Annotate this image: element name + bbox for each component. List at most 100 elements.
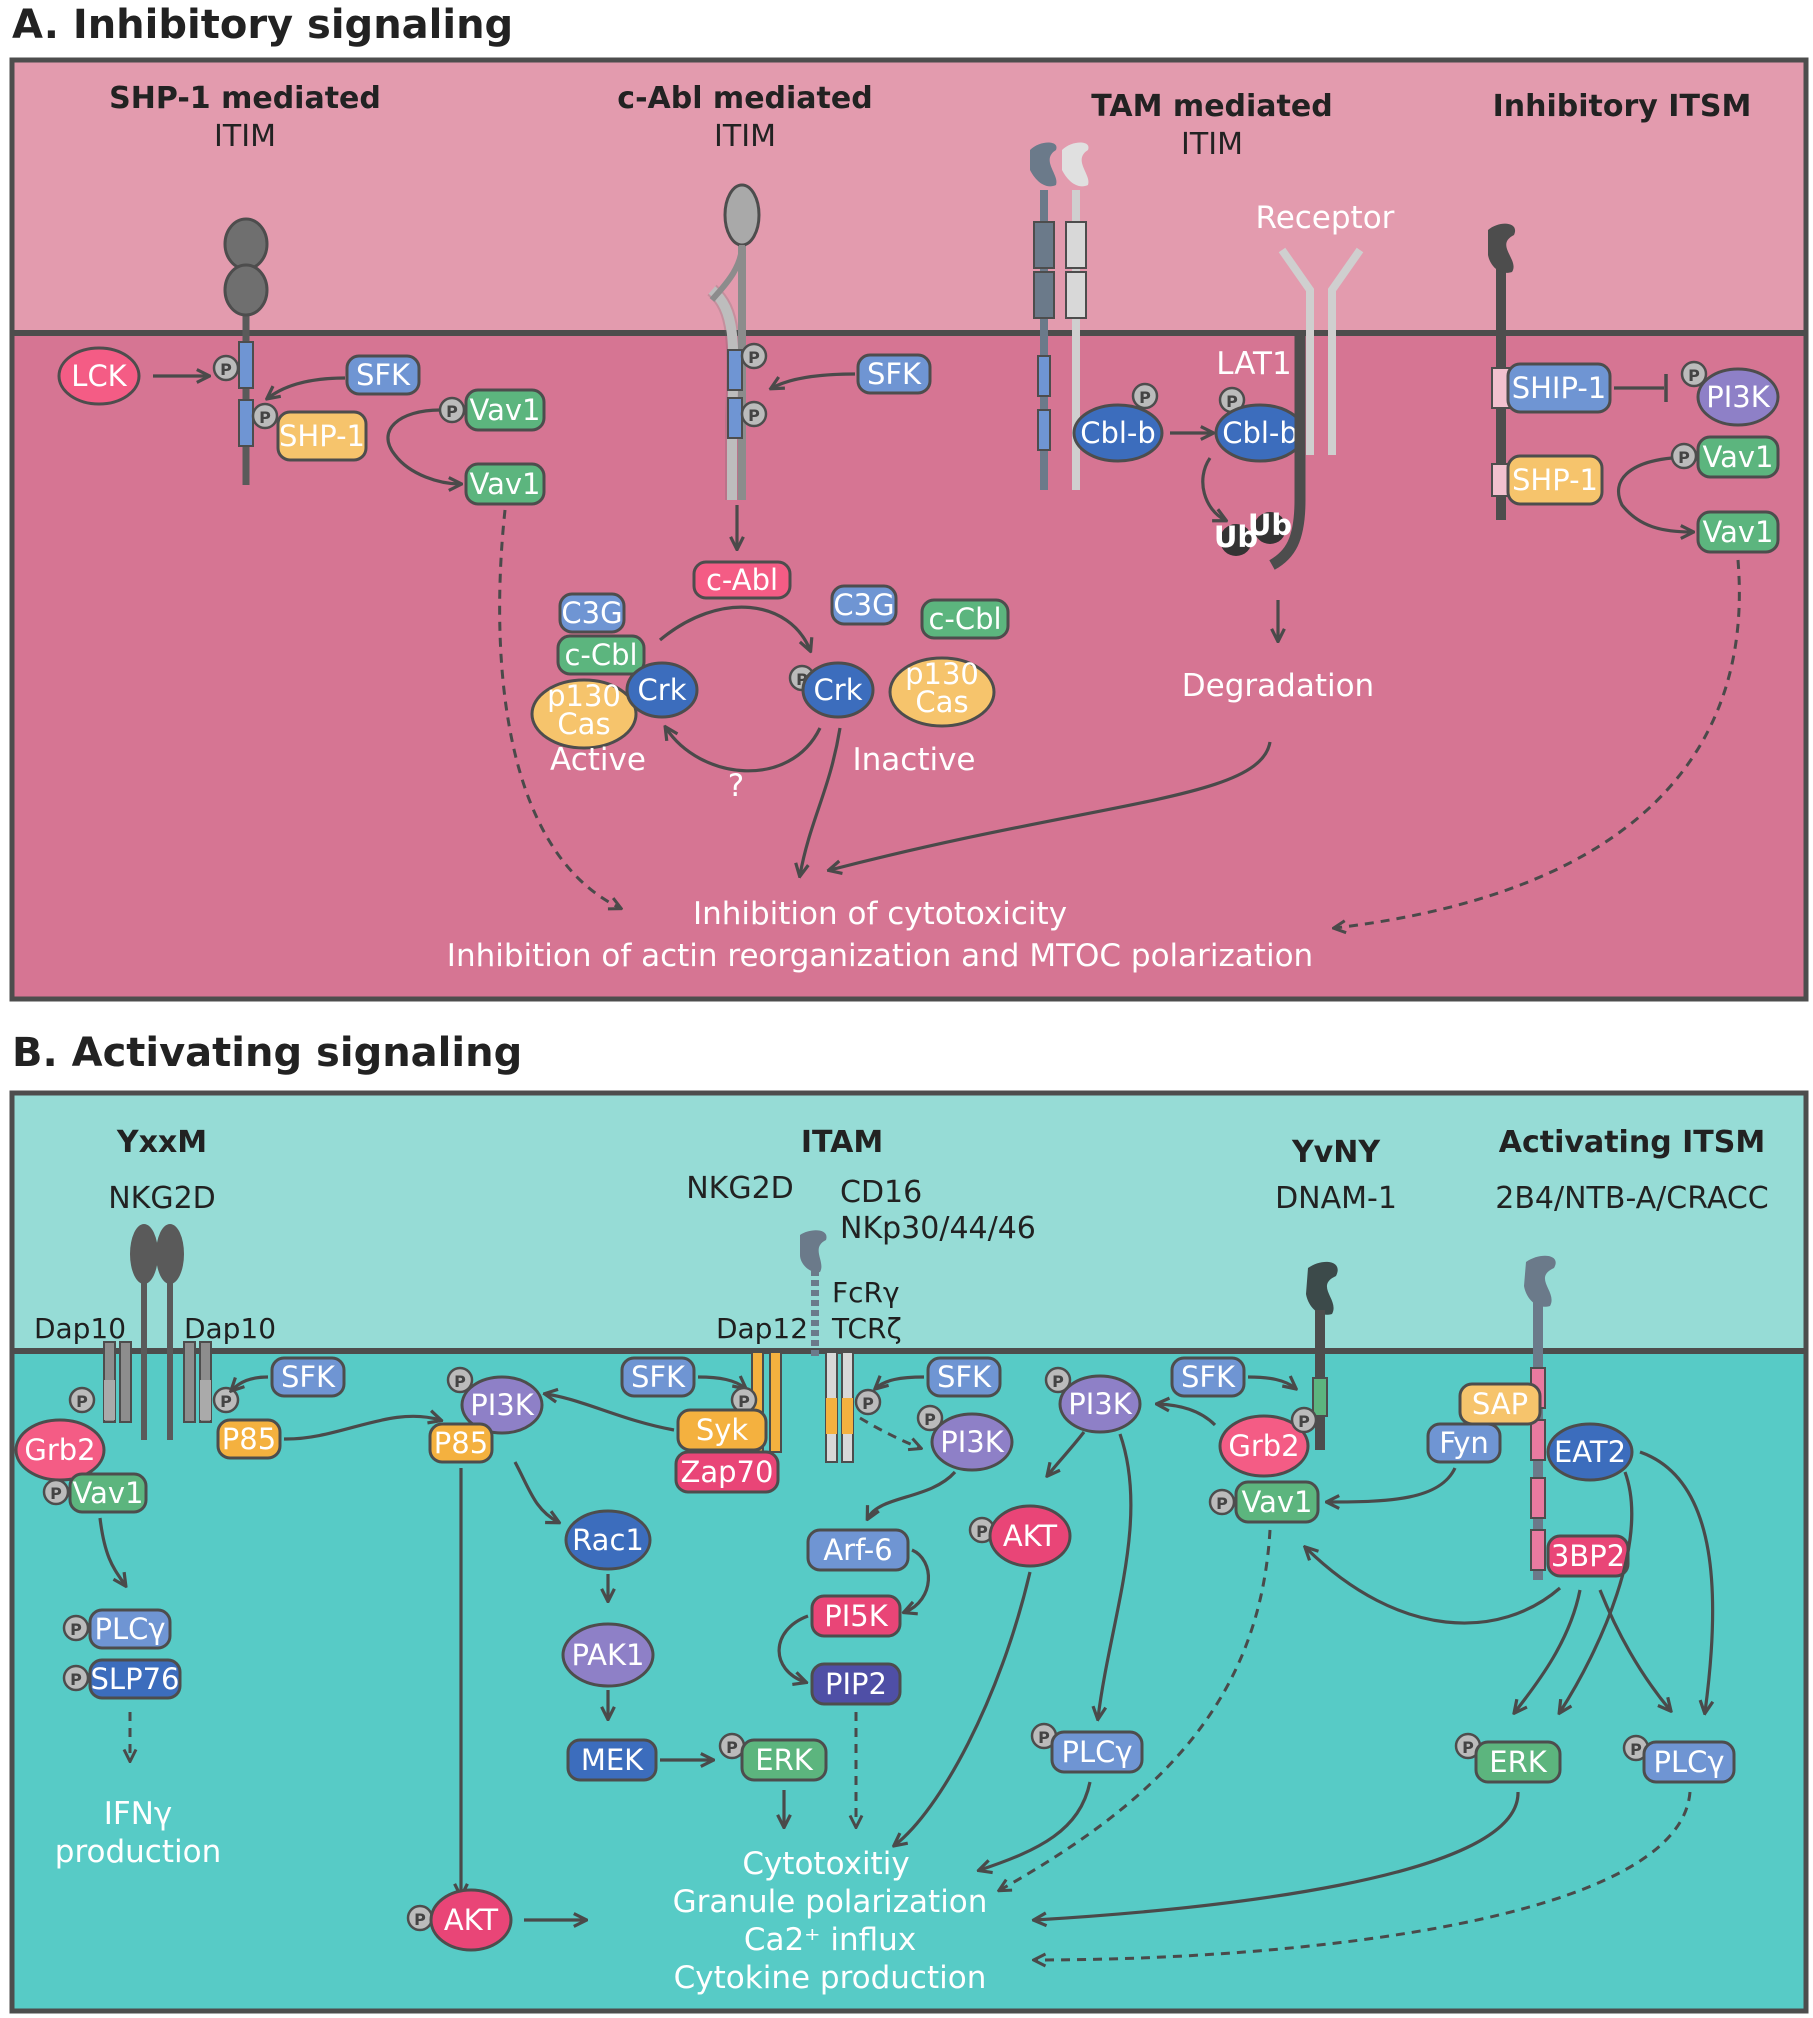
- receptor-v: [1278, 247, 1364, 455]
- phospho-icon: P: [1030, 1722, 1058, 1750]
- section-sub-dnam1: DNAM-1: [1275, 1181, 1397, 1216]
- svg-text:Crk: Crk: [638, 673, 687, 707]
- svg-text:SFK: SFK: [356, 358, 411, 392]
- panel-b-border: [9, 1090, 1809, 2014]
- svg-text:P85: P85: [222, 1422, 276, 1456]
- erk-node: ERK: [740, 1738, 828, 1782]
- svg-text:P: P: [1298, 1412, 1310, 1431]
- svg-text:P: P: [1678, 448, 1690, 467]
- phospho-icon: P: [212, 1386, 240, 1414]
- section-title-itam: ITAM: [801, 1125, 883, 1160]
- svg-text:Vav1: Vav1: [1242, 1485, 1313, 1519]
- panel-b-outcome-4: Cytokine production: [674, 1960, 987, 1996]
- svg-text:SLP76: SLP76: [91, 1662, 180, 1696]
- phospho-icon: P: [62, 1614, 90, 1642]
- pi5k-node: PI5K: [810, 1594, 902, 1638]
- svg-text:PI3K: PI3K: [470, 1388, 534, 1422]
- svg-text:P: P: [446, 402, 458, 421]
- pi3k-node: PI3K: [930, 1412, 1014, 1472]
- svg-text:P: P: [748, 406, 760, 425]
- phospho-icon: P: [1131, 382, 1159, 410]
- pi3k-node: PI3K: [460, 1375, 544, 1435]
- phospho-icon: P: [968, 1516, 996, 1544]
- section-sub-tam: ITIM: [1181, 127, 1243, 162]
- svg-text:SFK: SFK: [1181, 1360, 1236, 1394]
- section-title-tam: TAM mediated: [1091, 89, 1332, 124]
- svg-text:P: P: [259, 408, 271, 427]
- svg-text:Rac1: Rac1: [572, 1523, 644, 1557]
- section-title-inhib-itsm: Inhibitory ITSM: [1493, 89, 1752, 124]
- ub-icon: Ub: [1248, 508, 1292, 544]
- section-sub-2b4: 2B4/NTB-A/CRACC: [1495, 1181, 1768, 1216]
- sfk-node: SFK: [926, 1356, 1002, 1398]
- vav1-node: Vav1: [464, 388, 546, 432]
- svg-text:Cas: Cas: [915, 685, 968, 719]
- active-label: Active: [550, 742, 646, 778]
- pi3k-node: PI3K: [1696, 367, 1780, 427]
- phospho-icon: P: [42, 1478, 70, 1506]
- svg-text:AKT: AKT: [444, 1903, 499, 1937]
- svg-text:Grb2: Grb2: [1228, 1429, 1299, 1463]
- vav1-node: Vav1: [464, 462, 546, 506]
- receptor-label: Receptor: [1256, 200, 1395, 236]
- cblb-node: Cbl-b: [1072, 403, 1164, 463]
- slp76-node: SLP76: [88, 1658, 182, 1700]
- p85-node: P85: [428, 1422, 494, 1464]
- svg-text:Vav1: Vav1: [470, 467, 541, 501]
- svg-text:p130: p130: [905, 657, 979, 691]
- svg-text:P85: P85: [434, 1426, 488, 1460]
- svg-text:P: P: [1688, 366, 1700, 385]
- svg-text:P: P: [50, 1484, 62, 1503]
- shp1-node: SHP-1: [1506, 454, 1604, 506]
- svg-text:P: P: [976, 1522, 988, 1541]
- svg-text:SFK: SFK: [631, 1360, 686, 1394]
- svg-text:PAK1: PAK1: [572, 1638, 645, 1672]
- svg-text:Cbl-b: Cbl-b: [1080, 416, 1156, 450]
- shp1-node: SHP-1: [276, 410, 368, 462]
- svg-text:P: P: [748, 348, 760, 367]
- svg-text:PI5K: PI5K: [824, 1599, 888, 1633]
- plcg-node: PLCγ: [1050, 1730, 1144, 1774]
- svg-text:P: P: [1052, 1372, 1064, 1391]
- cblb-node: Cbl-b: [1214, 403, 1306, 463]
- tcr-label: TCRζ: [831, 1312, 902, 1345]
- section-title-act-itsm: Activating ITSM: [1499, 1125, 1765, 1160]
- svg-text:P: P: [454, 1372, 466, 1391]
- svg-text:SFK: SFK: [867, 357, 922, 391]
- svg-text:PLCγ: PLCγ: [94, 1612, 165, 1646]
- svg-text:P: P: [70, 1620, 82, 1639]
- panel-b-heading: B. Activating signaling: [12, 1030, 522, 1076]
- sfk-node: SFK: [620, 1356, 696, 1398]
- itam-receptor: [751, 1230, 854, 1463]
- dnam1-receptor: [1306, 1261, 1338, 1450]
- panel-a-outside: [12, 60, 1806, 333]
- phospho-icon: P: [68, 1386, 96, 1414]
- svg-text:c-Cbl: c-Cbl: [928, 602, 1001, 636]
- panel-a-outcome-1: Inhibition of cytotoxicity: [693, 896, 1067, 932]
- svg-text:C3G: C3G: [833, 588, 894, 622]
- ifng-label-2: production: [55, 1834, 221, 1870]
- ccbl-node: c-Cbl: [920, 598, 1010, 640]
- bp2-node: 3BP2: [1546, 1534, 1630, 1578]
- phospho-icon: P: [740, 400, 768, 428]
- section-title-shp1: SHP-1 mediated: [109, 81, 381, 116]
- p85-node: P85: [216, 1418, 282, 1460]
- panel-a-border: [9, 57, 1809, 1002]
- akt-node: AKT: [429, 1888, 513, 1952]
- svg-text:Vav1: Vav1: [73, 1476, 144, 1510]
- svg-text:Cas: Cas: [557, 707, 610, 741]
- phospho-icon: P: [438, 396, 466, 424]
- svg-text:SFK: SFK: [281, 1360, 336, 1394]
- eat2-node: EAT2: [1546, 1422, 1634, 1482]
- dap10-label: Dap10: [34, 1312, 126, 1345]
- sap-node: SAP: [1458, 1382, 1542, 1426]
- svg-text:MEK: MEK: [581, 1743, 644, 1777]
- nkg2d-label: NKG2D: [686, 1171, 794, 1206]
- svg-text:PI3K: PI3K: [1068, 1387, 1132, 1421]
- active-complex: p130 Cas c-Cbl C3G Crk: [530, 592, 699, 750]
- phospho-icon: P: [1218, 386, 1246, 414]
- svg-text:Syk: Syk: [696, 1413, 749, 1447]
- panel-b-inside: [12, 1351, 1806, 2011]
- phospho-icon: P: [1680, 360, 1708, 388]
- degradation-label: Degradation: [1182, 668, 1374, 704]
